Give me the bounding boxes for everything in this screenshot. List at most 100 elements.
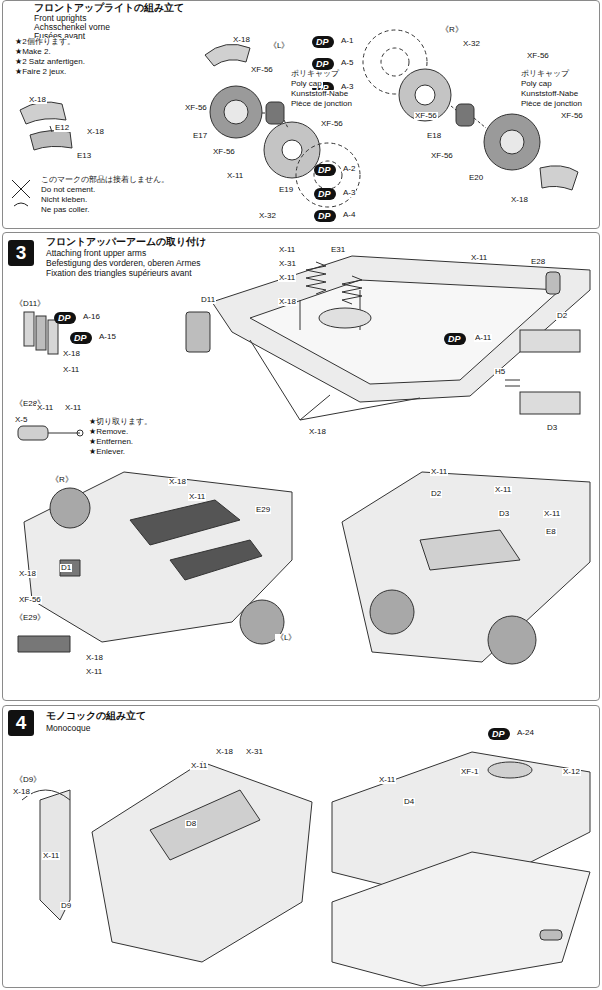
part-label: X-18	[232, 36, 251, 44]
dp-badge: DP	[314, 210, 336, 222]
dp-text: DP	[316, 59, 329, 69]
part-label: E8	[545, 528, 557, 536]
part-label: X-32	[258, 212, 277, 220]
part-label: X-11	[494, 486, 512, 494]
part-label: E28	[530, 258, 546, 266]
step-panel: フロントアップライトの組み立てFront uprightsAchsschenke…	[2, 0, 600, 229]
part-label: XF-56	[184, 104, 208, 112]
part-label: XF-1	[460, 768, 479, 776]
dp-text: DP	[74, 333, 87, 343]
part-label: A-16	[82, 313, 101, 321]
part-label: XF-56	[250, 66, 274, 74]
part-label: Pièce de jonction	[520, 100, 583, 108]
part-label: X-18	[278, 298, 297, 306]
part-label: ★Entfernen.	[88, 438, 134, 446]
dp-badge: DP	[70, 332, 92, 344]
part-label: Nicht kleben.	[40, 196, 88, 204]
part-label: X-11	[430, 468, 448, 476]
part-label: X-11	[278, 246, 296, 254]
part-label: X-11	[36, 404, 54, 412]
part-label: X-32	[462, 40, 481, 48]
part-label: Do not cement.	[40, 186, 96, 194]
part-label: XF-56	[560, 112, 584, 120]
part-label: X-11	[190, 762, 208, 770]
part-label: E31	[330, 246, 346, 254]
part-label: D3	[546, 424, 558, 432]
part-label: XF-56	[414, 112, 438, 120]
part-label: X-18	[168, 478, 187, 486]
part-label: ★Enlever.	[88, 448, 126, 456]
dp-badge: DP	[488, 728, 510, 740]
part-label: X-11	[470, 254, 488, 262]
part-label: Poly cap	[520, 80, 553, 88]
step-number: 4	[8, 710, 34, 736]
part-label: E13	[76, 152, 92, 160]
part-label: 《L》	[275, 634, 297, 642]
part-label: 《L》	[268, 42, 290, 50]
part-label: Poly cap	[290, 80, 323, 88]
part-label: A-3	[342, 189, 356, 197]
dp-badge: DP	[314, 188, 336, 200]
part-label: XF-56	[430, 152, 454, 160]
dp-text: DP	[58, 313, 71, 323]
step-panel: モノコックの組み立てMonocoque4DP	[2, 705, 600, 988]
dp-text: DP	[318, 189, 331, 199]
part-label: Ne pas coller.	[40, 206, 90, 214]
part-label: E17	[192, 132, 208, 140]
part-label: X-5	[14, 416, 28, 424]
part-label: H5	[494, 368, 506, 376]
part-label: A-15	[98, 333, 117, 341]
part-label: X-18	[86, 128, 105, 136]
part-label: ★Remove.	[88, 428, 129, 436]
step-title: Monocoque	[45, 724, 91, 733]
part-label: ★切り取ります。	[88, 418, 153, 426]
part-label: A-11	[474, 334, 492, 342]
dp-badge: DP	[54, 312, 76, 324]
step-title: Front uprights	[33, 14, 87, 23]
part-label: X-18	[12, 788, 31, 796]
part-label: X-11	[64, 404, 82, 412]
dp-text: DP	[318, 211, 331, 221]
dp-text: DP	[318, 165, 331, 175]
part-label: Pièce de jonction	[290, 100, 353, 108]
dp-badge: DP	[314, 164, 336, 176]
part-label: 《E29》	[14, 614, 46, 622]
step-title: Befestigung des vorderen, oberen Armes	[45, 259, 202, 268]
part-label: X-12	[562, 768, 581, 776]
step-title: フロントアップライトの組み立て	[33, 3, 185, 14]
part-label: X-18	[85, 654, 104, 662]
part-label: X-11	[278, 274, 296, 282]
part-label: A-3	[340, 83, 354, 91]
part-label: 《D11》	[14, 300, 46, 308]
part-label: X-11	[226, 172, 244, 180]
part-label: A-24	[516, 729, 535, 737]
step-number: 3	[8, 240, 34, 266]
part-label: A-2	[342, 165, 356, 173]
step-number-text: 4	[8, 713, 34, 733]
part-label: A-5	[340, 59, 354, 67]
part-label: E18	[426, 132, 442, 140]
part-label: D1	[60, 564, 72, 572]
part-label: ★Faire 2 jeux.	[14, 68, 67, 76]
step-title: Achsschenkel vorne	[33, 23, 111, 32]
step-title: フロントアッパーアームの取り付け	[45, 237, 207, 248]
part-label: E19	[278, 186, 294, 194]
step-panel: フロントアッパーアームの取り付けAttaching front upper ar…	[2, 232, 600, 701]
dp-badge: DP	[312, 58, 334, 70]
part-label: このマークの部品は接着しません。	[40, 176, 170, 184]
part-label: E20	[468, 174, 484, 182]
part-label: X-11	[62, 366, 80, 374]
part-label: ★2 Satz anfertigen.	[14, 58, 86, 66]
part-label: A-1	[340, 37, 354, 45]
part-label: ポリキャップ	[520, 70, 570, 78]
part-label: ポリキャップ	[290, 70, 340, 78]
part-label: D11	[200, 296, 216, 304]
part-label: X-11	[188, 493, 206, 501]
part-label: X-18	[215, 748, 234, 756]
part-label: E29	[255, 506, 271, 514]
part-label: ★2個作ります。	[14, 38, 76, 46]
part-label: X-11	[543, 510, 561, 518]
part-label: X-11	[378, 776, 396, 784]
